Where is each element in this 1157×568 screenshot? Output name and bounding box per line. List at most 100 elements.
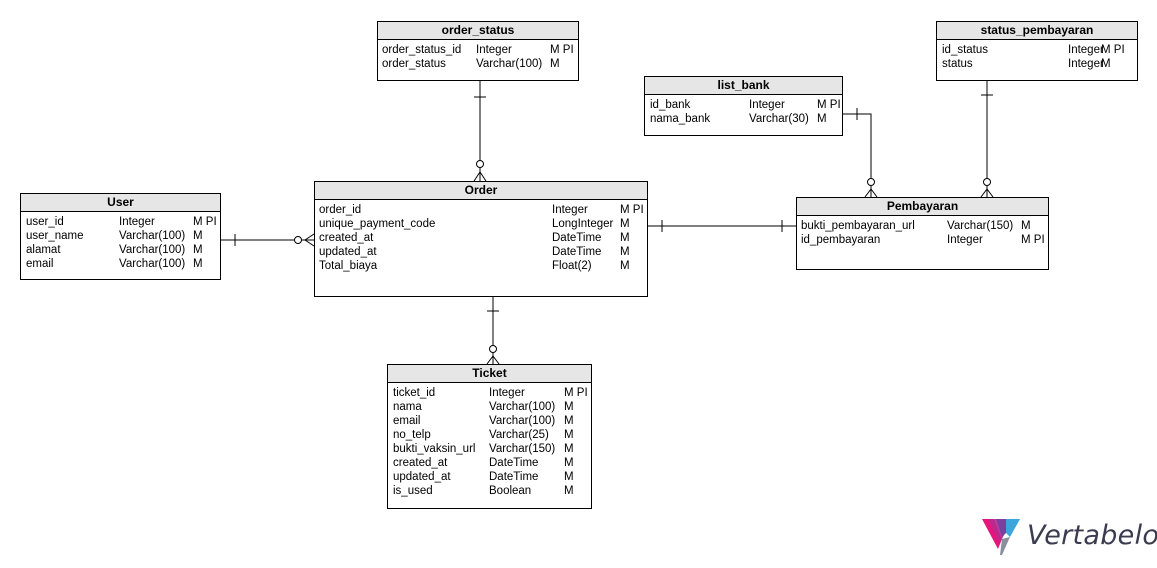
attribute-flags: M (564, 429, 574, 441)
attribute-flags: M PI (620, 204, 644, 216)
attribute-type: Integer (1068, 44, 1104, 56)
attribute-type: Varchar(25) (489, 429, 549, 441)
attribute-type: Varchar(150) (947, 220, 1014, 232)
attribute-flags: M (620, 246, 630, 258)
attribute-type: Varchar(100) (489, 415, 556, 427)
attribute-type: DateTime (552, 246, 602, 258)
attribute-row[interactable]: ticket_id Integer M PI (388, 386, 591, 400)
attribute-type: Integer (476, 44, 512, 56)
attribute-flags: M PI (1101, 44, 1125, 56)
attribute-name: nama (393, 401, 422, 413)
attribute-name: ticket_id (393, 387, 436, 399)
attribute-type: Boolean (489, 485, 532, 497)
attribute-flags: M (564, 401, 574, 413)
attribute-name: nama_bank (650, 113, 711, 125)
attribute-type: LongInteger (552, 218, 614, 230)
attribute-type: Integer (552, 204, 588, 216)
attribute-name: user_id (26, 216, 64, 228)
attribute-name: order_status (382, 58, 446, 70)
attribute-row[interactable]: Total_biaya Float(2) M (315, 259, 647, 273)
attribute-name: unique_payment_code (319, 218, 436, 230)
attribute-type: Varchar(100) (489, 401, 556, 413)
attribute-name: bukti_pembayaran_url (801, 220, 915, 232)
attribute-flags: M (620, 218, 630, 230)
attribute-name: id_pembayaran (801, 234, 881, 246)
attribute-row[interactable]: order_status_id Integer M PI (378, 43, 578, 57)
attribute-type: Varchar(30) (749, 113, 809, 125)
attribute-type: Integer (947, 234, 983, 246)
attribute-name: id_status (942, 44, 989, 56)
vertabelo-logo: Vertabelo (980, 515, 1157, 560)
attribute-name: email (26, 258, 54, 270)
attribute-flags: M PI (564, 387, 588, 399)
attribute-flags: M (564, 485, 574, 497)
attribute-type: Varchar(100) (119, 244, 186, 256)
attribute-type: Integer (749, 99, 785, 111)
brand-name: Vertabelo (1027, 520, 1157, 551)
attribute-type: Varchar(100) (119, 258, 186, 270)
attribute-flags: M (564, 471, 574, 483)
attribute-type: DateTime (552, 232, 602, 244)
attribute-flags: M (620, 260, 630, 272)
attribute-flags: M (817, 113, 827, 125)
attribute-name: bukti_vaksin_url (393, 443, 476, 455)
attribute-row[interactable]: nama Varchar(100) M (388, 400, 591, 414)
attribute-name: created_at (319, 232, 374, 244)
entity-title: list_bank (645, 77, 842, 95)
attribute-flags: M PI (550, 44, 574, 56)
attribute-flags: M (1101, 58, 1111, 70)
attribute-row[interactable]: bukti_pembayaran_url Varchar(150) M (797, 219, 1048, 233)
attribute-type: Float(2) (552, 260, 592, 272)
attribute-flags: M (564, 443, 574, 455)
attribute-name: user_name (26, 230, 84, 242)
attribute-flags: M (550, 58, 560, 70)
attribute-name: order_status_id (382, 44, 462, 56)
entity-title: order_status (378, 22, 578, 40)
attribute-type: Integer (1068, 58, 1104, 70)
entity-title: Order (315, 182, 647, 200)
attribute-name: Total_biaya (319, 260, 378, 272)
entity-title: User (21, 194, 220, 212)
entity-title: Pembayaran (797, 198, 1048, 216)
attribute-type: Integer (119, 216, 155, 228)
attribute-name: updated_at (319, 246, 377, 258)
attribute-name: no_telp (393, 429, 431, 441)
attribute-flags: M (564, 415, 574, 427)
attribute-name: status (942, 58, 973, 70)
attribute-name: created_at (393, 457, 448, 469)
attribute-row[interactable]: email Varchar(100) M (388, 414, 591, 428)
vertabelo-logo-mark (982, 519, 1020, 555)
attribute-row[interactable]: unique_payment_code LongInteger M (315, 217, 647, 231)
entity-pembayaran[interactable]: Pembayaran bukti_pembayaran_url Varchar(1… (796, 197, 1049, 270)
attribute-type: Varchar(100) (119, 230, 186, 242)
attribute-name: email (393, 415, 421, 427)
attribute-type: DateTime (489, 457, 539, 469)
attribute-row[interactable]: nama_bank Varchar(30) M (645, 112, 842, 126)
attribute-type: Integer (489, 387, 525, 399)
attribute-name: updated_at (393, 471, 451, 483)
attribute-flags: M (1021, 220, 1031, 232)
attribute-row[interactable]: no_telp Varchar(25) M (388, 428, 591, 442)
attribute-row[interactable]: updated_at DateTime M (315, 245, 647, 259)
